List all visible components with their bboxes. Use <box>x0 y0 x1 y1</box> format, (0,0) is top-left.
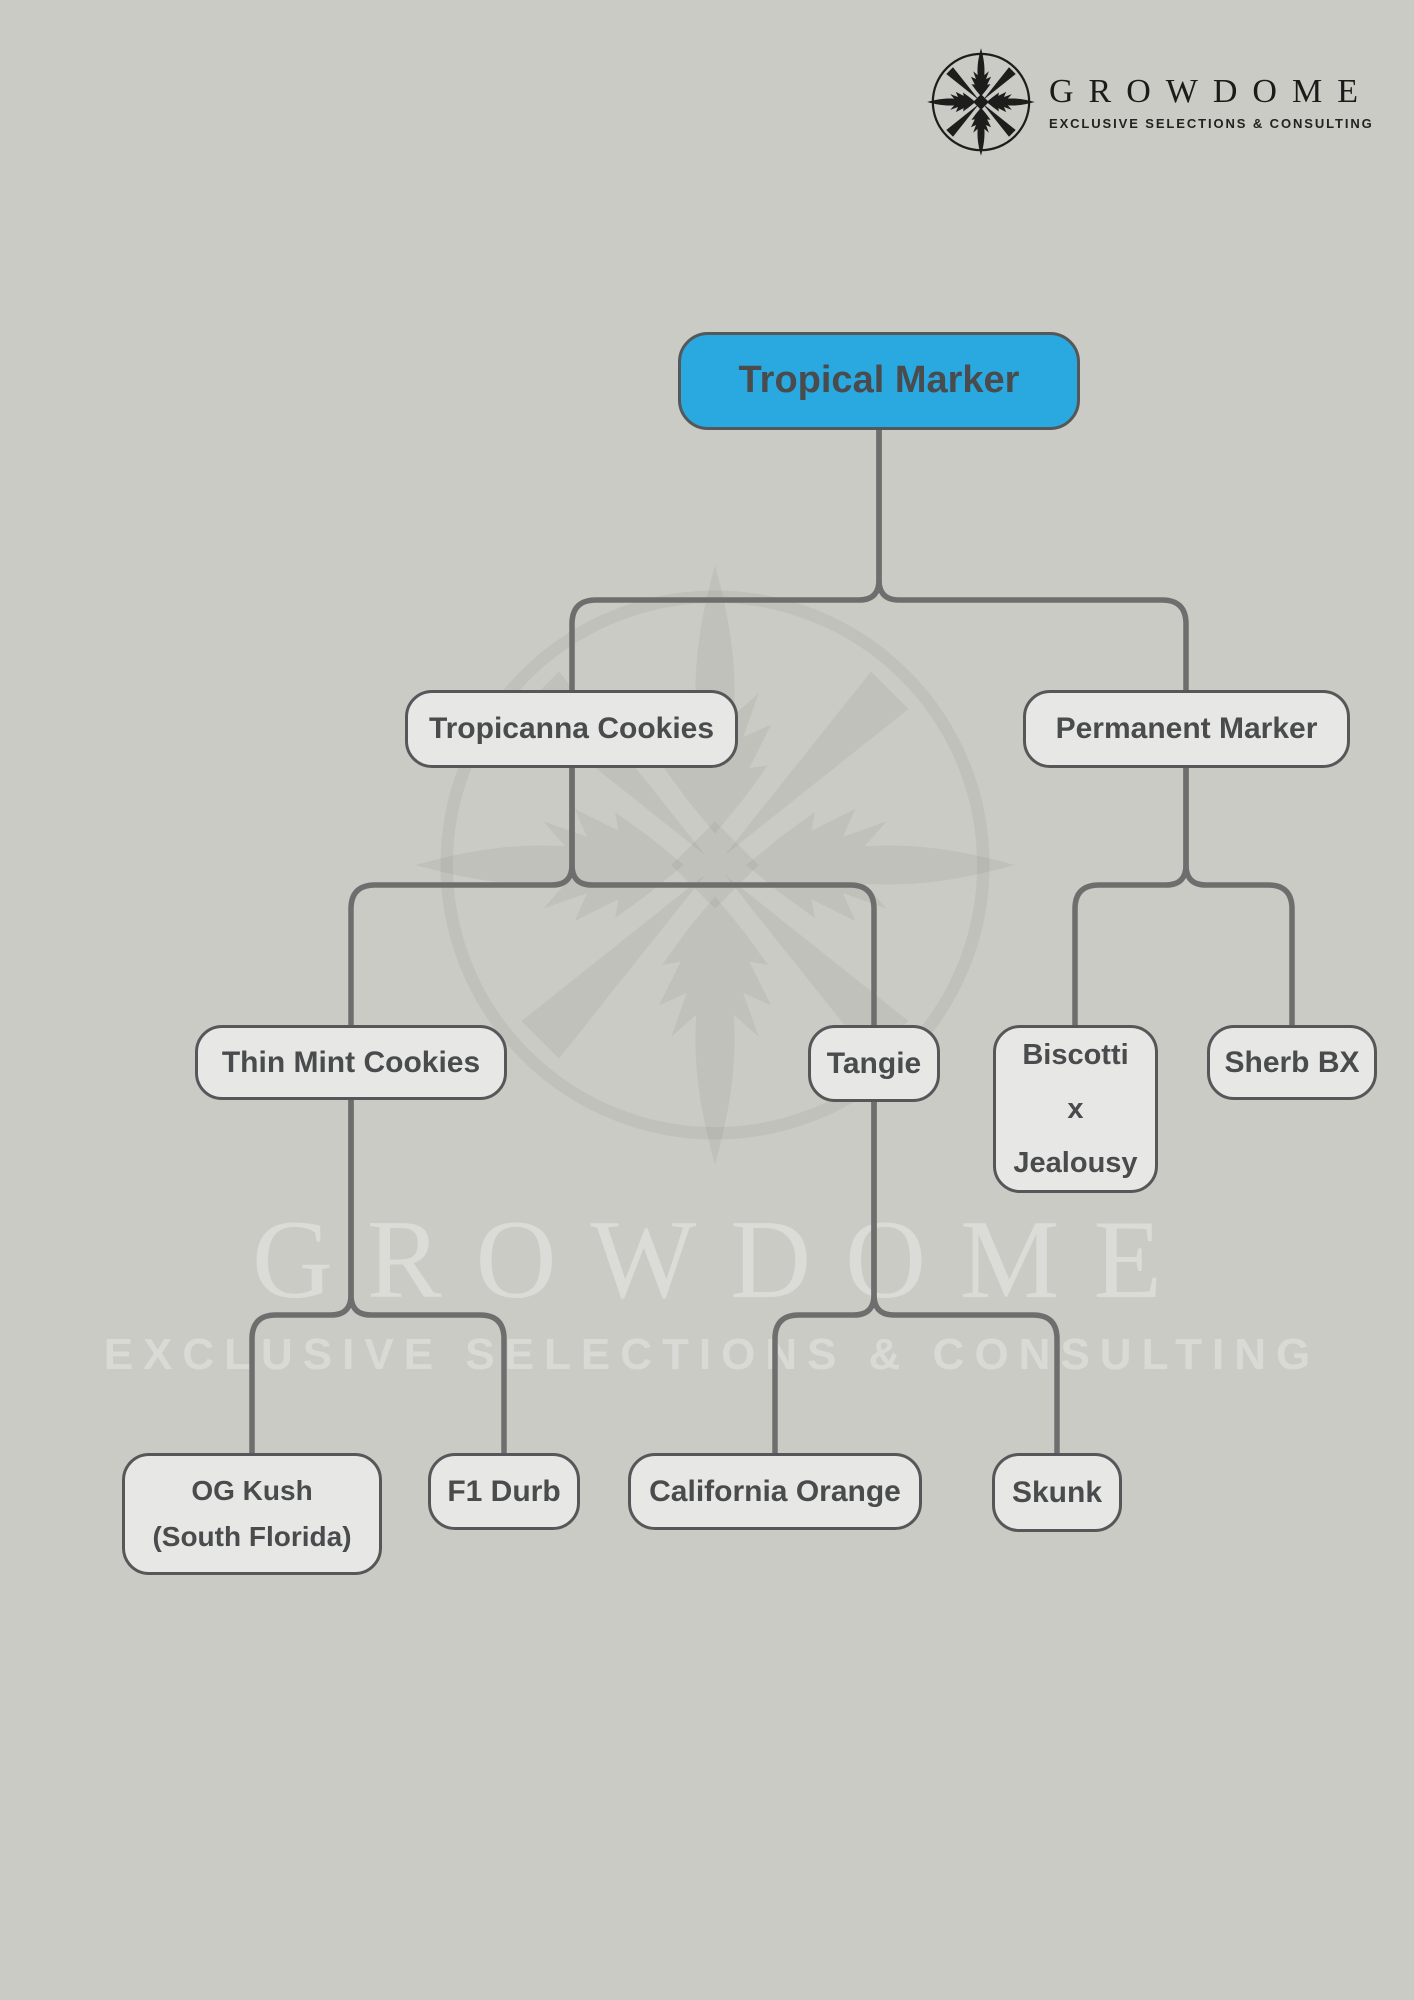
brand-text-block: GROWDOME EXCLUSIVE SELECTIONS & CONSULTI… <box>1049 73 1374 131</box>
connector-permanent-to-sherb <box>1183 768 1295 1025</box>
node-label: Tropical Marker <box>738 359 1020 402</box>
connector-tropical-to-permanent <box>876 430 1189 690</box>
connector-thinmint-to-f1durb <box>348 1100 507 1453</box>
node-f1-durb: F1 Durb <box>428 1453 580 1530</box>
node-skunk: Skunk <box>992 1453 1122 1532</box>
node-california-orange: California Orange <box>628 1453 922 1530</box>
brand-name: GROWDOME <box>1049 72 1373 110</box>
connector-permanent-to-biscotti <box>1072 768 1189 1025</box>
connector-thinmint-to-ogkush <box>249 1100 354 1453</box>
connector-tropicanna-to-thinmint <box>348 768 575 1025</box>
brand-tagline: EXCLUSIVE SELECTIONS & CONSULTING <box>1049 116 1374 132</box>
node-label: Skunk <box>1011 1475 1103 1509</box>
node-label: Tropicanna Cookies <box>428 712 715 746</box>
connector-tropical-to-tropicanna <box>569 430 882 690</box>
node-label: Thin Mint Cookies <box>221 1045 481 1079</box>
node-label: Sherb BX <box>1224 1045 1360 1079</box>
node-label: Tangie <box>826 1046 922 1080</box>
node-label-line: Jealousy <box>1013 1147 1138 1179</box>
node-label: California Orange <box>649 1474 901 1508</box>
connector-tropicanna-to-tangie <box>569 768 877 1025</box>
node-label-line: Biscotti <box>1022 1039 1129 1071</box>
brand-logo: GROWDOME EXCLUSIVE SELECTIONS & CONSULTI… <box>925 46 1374 158</box>
node-tangie: Tangie <box>808 1025 940 1102</box>
node-label: F1 Durb <box>447 1474 561 1508</box>
watermark-brand-text: GROWDOME <box>252 1198 1196 1322</box>
watermark-tagline-text: EXCLUSIVE SELECTIONS & CONSULTING <box>103 1330 1321 1379</box>
node-label: Permanent Marker <box>1055 712 1318 746</box>
node-label-line: x <box>1067 1093 1084 1125</box>
node-og-kush-south-florida: OG Kush (South Florida) <box>122 1453 382 1575</box>
node-biscotti-x-jealousy: Biscotti x Jealousy <box>993 1025 1158 1193</box>
node-sherb-bx: Sherb BX <box>1207 1025 1377 1100</box>
node-permanent-marker: Permanent Marker <box>1023 690 1350 768</box>
node-tropical-marker: Tropical Marker <box>678 332 1080 430</box>
connector-tangie-to-skunk <box>871 1102 1060 1453</box>
node-thin-mint-cookies: Thin Mint Cookies <box>195 1025 507 1100</box>
node-tropicanna-cookies: Tropicanna Cookies <box>405 690 738 768</box>
node-label-line: OG Kush <box>191 1475 313 1506</box>
node-label-line: (South Florida) <box>152 1521 352 1552</box>
connector-tangie-to-calorange <box>772 1102 877 1453</box>
